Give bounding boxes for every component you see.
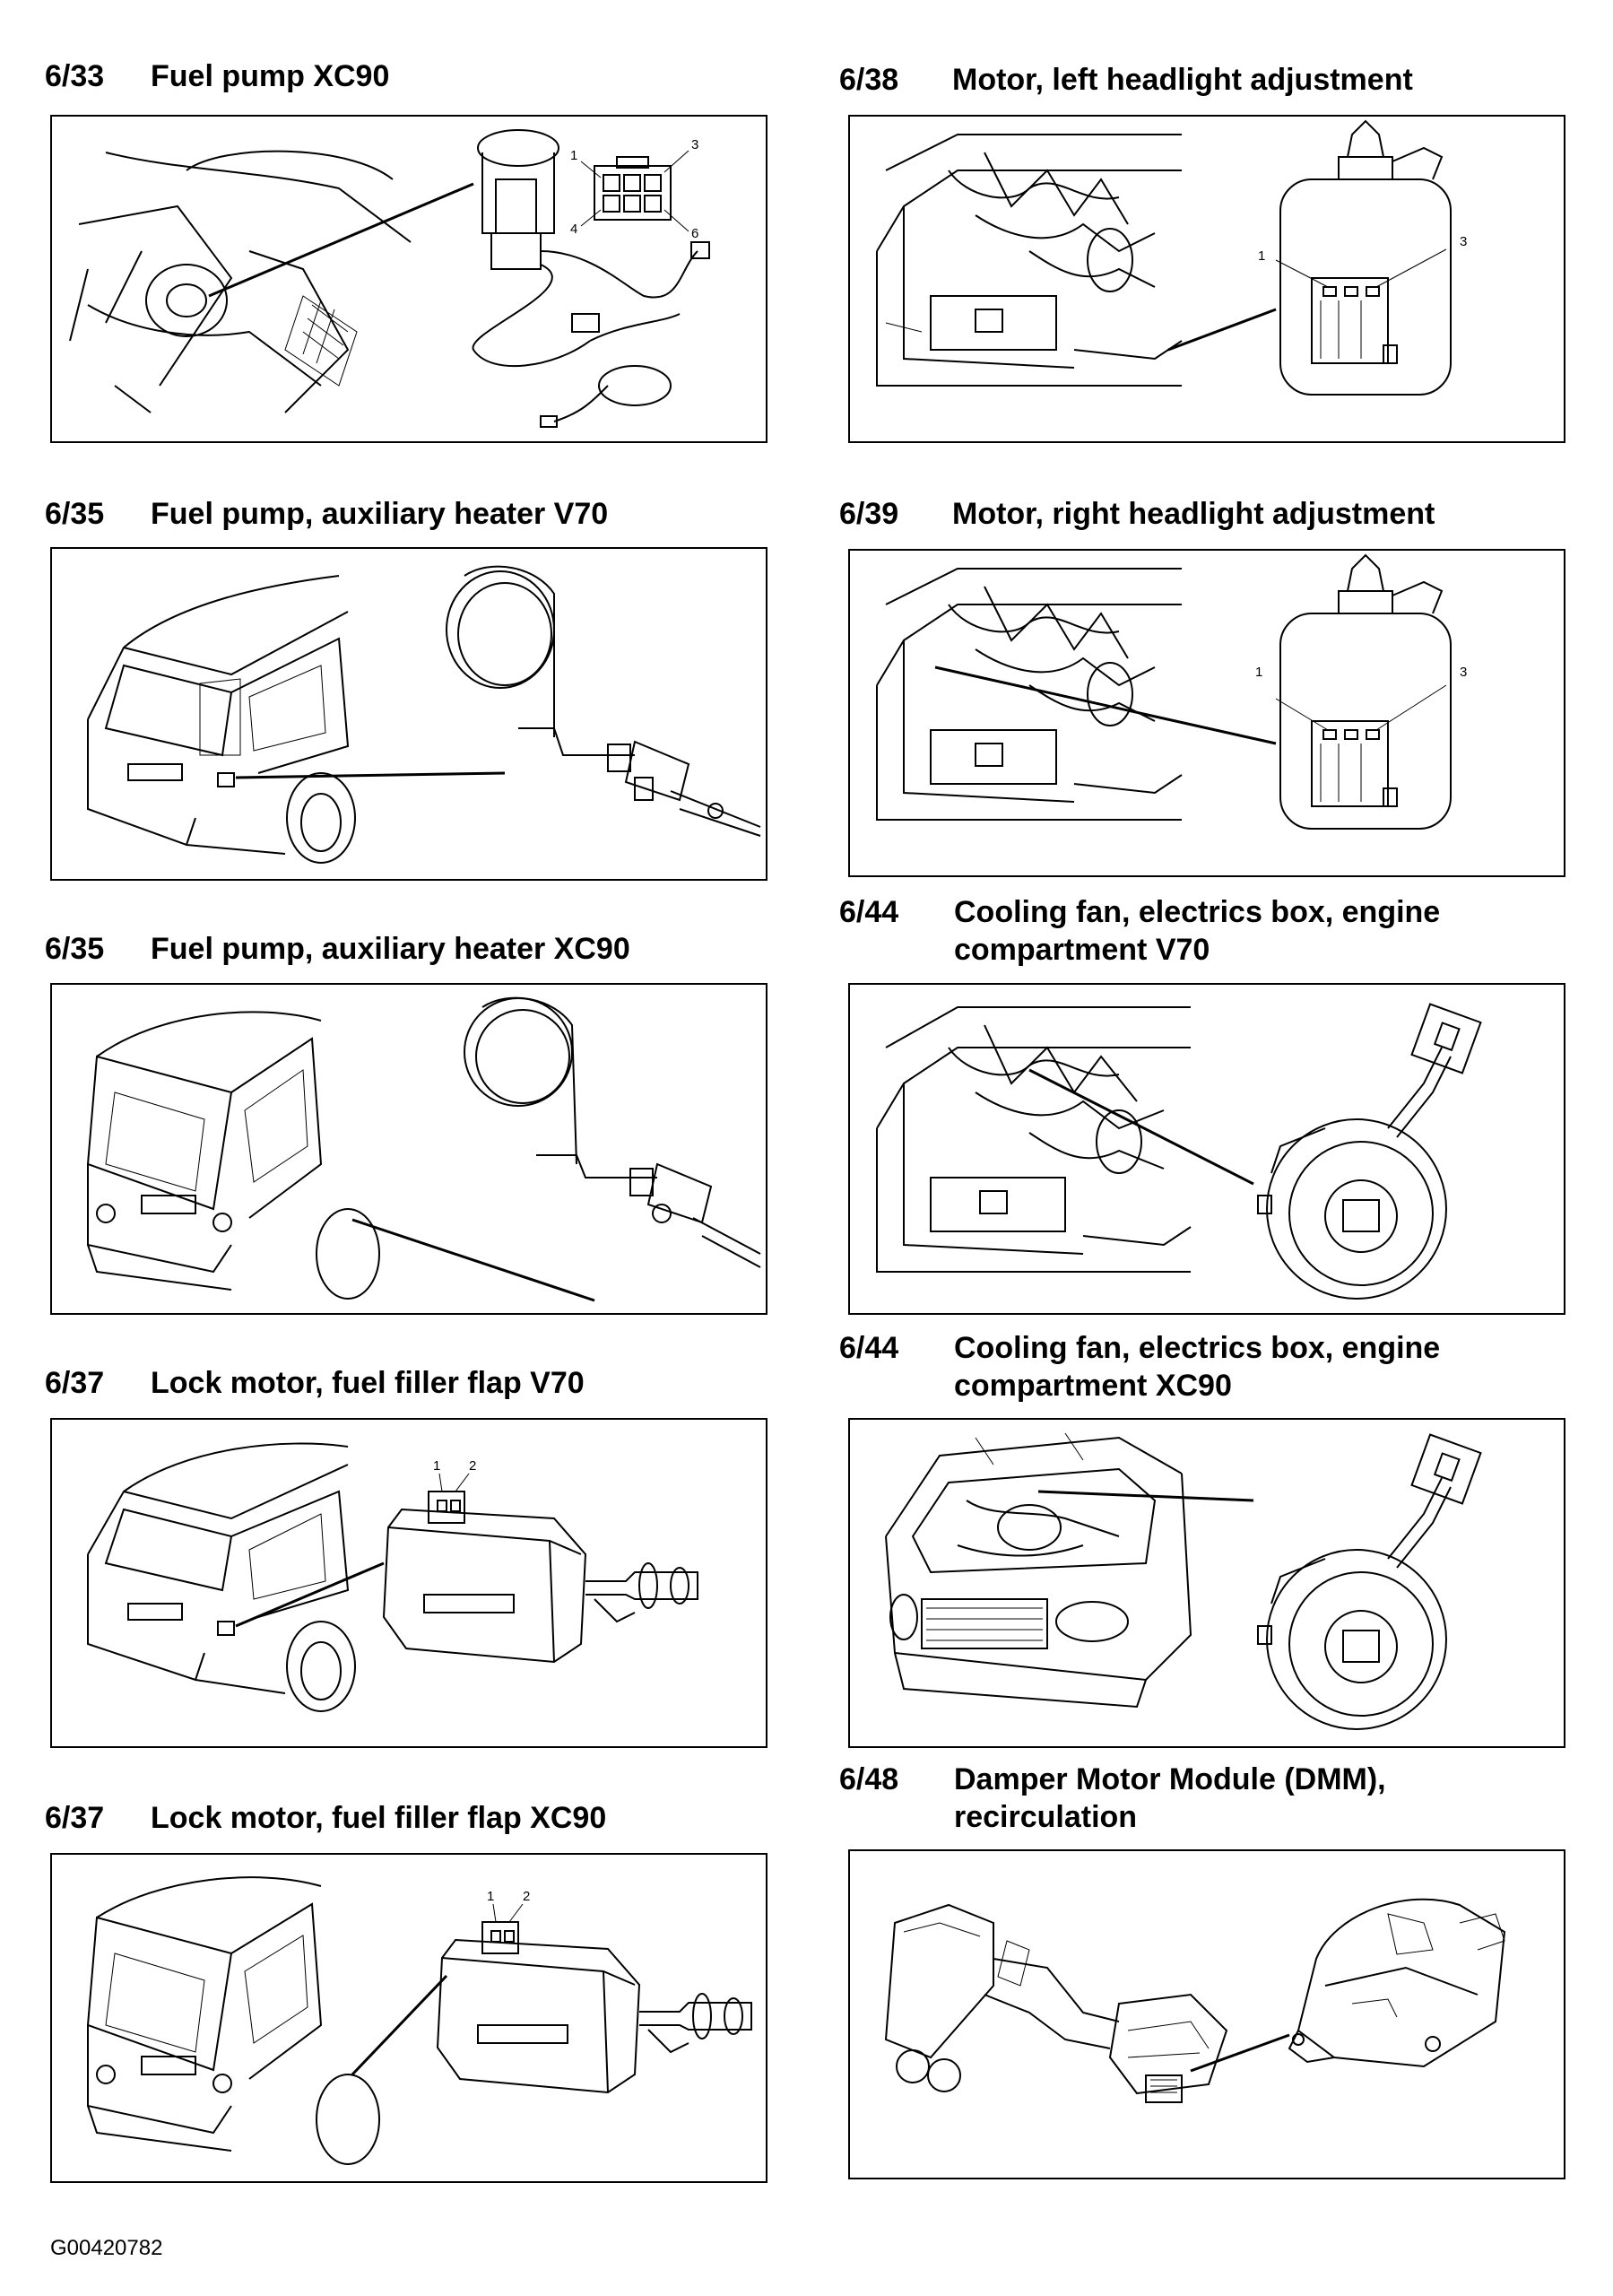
pin-label: 2 [523,1889,530,1904]
diagram-lock-motor-v70: 1 2 [50,1418,767,1748]
pin-label: 1 [1258,248,1265,264]
headlight-motor-illustration [1275,119,1452,396]
section-title: Motor, right headlight adjustment [952,497,1435,531]
fuel-pump-module-illustration [472,129,710,428]
pin-label: 6 [691,226,698,241]
section-code: 6/35 [45,497,105,531]
connector-pinout-6-pin [580,150,689,232]
engine-bay-illustration [876,568,1183,821]
vehicle-rear-illustration [86,1011,380,1300]
diagram-cooling-fan-xc90 [848,1418,1565,1748]
pin-label: 1 [433,1458,440,1474]
damper-motor-illustration [1288,1898,1506,2068]
pin-label: 2 [469,1458,476,1474]
hvac-unit-illustration [884,1903,1228,2103]
leader-line [235,771,506,779]
leader-line [1167,308,1277,352]
cooling-fan-illustration [1257,1003,1482,1300]
diagram-fuel-pump-xc90: 1 3 4 6 [50,115,767,443]
pin-label: 3 [1460,234,1467,249]
lock-motor-illustration [382,1473,698,1664]
vehicle-rear-illustration [69,150,412,413]
diagram-damper-motor-module [848,1849,1565,2179]
section-title: Motor, left headlight adjustment [952,63,1413,97]
vehicle-rear-illustration [87,1442,356,1712]
section-title: Fuel pump, auxiliary heater V70 [151,497,609,531]
leader-line [1190,2033,1290,2073]
section-title: Fuel pump XC90 [151,59,390,93]
section-title-line: compartment XC90 [954,1369,1232,1403]
vehicle-front-illustration [885,1432,1192,1709]
section-title: Fuel pump, auxiliary heater XC90 [151,932,630,966]
aux-heater-pump-illustration [446,565,761,837]
diagram-aux-heater-pump-v70 [50,547,767,881]
section-code: 6/35 [45,932,105,966]
vehicle-rear-illustration [86,1876,380,2165]
section-code: 6/33 [45,59,105,93]
pin-label: 1 [1255,665,1262,680]
section-code: 6/37 [45,1801,105,1835]
leader-line [235,1561,385,1628]
section-title-line: compartment V70 [954,933,1210,967]
leader-line [351,1974,448,2076]
section-title: Lock motor, fuel filler flap V70 [151,1366,585,1400]
cooling-fan-illustration [1257,1433,1482,1730]
headlight-motor-illustration [1275,553,1452,830]
section-code: 6/44 [839,895,899,929]
section-title-line: recirculation [954,1800,1138,1834]
section-code: 6/44 [839,1331,899,1365]
leader-line [1037,1490,1254,1502]
leader-line [934,665,1277,745]
diagram-aux-heater-pump-xc90 [50,983,767,1315]
engine-bay-illustration [876,134,1183,387]
diagram-right-headlight-motor: 1 3 [848,549,1565,877]
figure-id: G00420782 [50,2236,163,2260]
section-title-line: Cooling fan, electrics box, engine [954,1331,1441,1365]
aux-heater-pump-illustration [464,996,761,1268]
section-code: 6/48 [839,1762,899,1796]
pin-label: 1 [487,1889,494,1904]
section-code: 6/39 [839,497,899,531]
section-title-line: Cooling fan, electrics box, engine [954,895,1441,929]
section-title: Lock motor, fuel filler flap XC90 [151,1801,607,1835]
lock-motor-illustration [436,1903,752,2094]
engine-bay-illustration [876,1006,1192,1273]
pin-label: 3 [691,137,698,152]
vehicle-rear-illustration [87,575,356,864]
section-title-line: Damper Motor Module (DMM), [954,1762,1386,1796]
diagram-lock-motor-xc90: 1 2 [50,1853,767,2183]
leader-line [208,182,474,298]
pin-label: 4 [570,222,577,237]
diagram-left-headlight-motor: 1 3 [848,115,1565,443]
pin-label: 3 [1460,665,1467,680]
pin-label: 1 [570,148,577,163]
section-code: 6/37 [45,1366,105,1400]
leader-line [351,1218,595,1302]
diagram-cooling-fan-v70 [848,983,1565,1315]
section-code: 6/38 [839,63,899,97]
leader-line [1028,1068,1254,1186]
